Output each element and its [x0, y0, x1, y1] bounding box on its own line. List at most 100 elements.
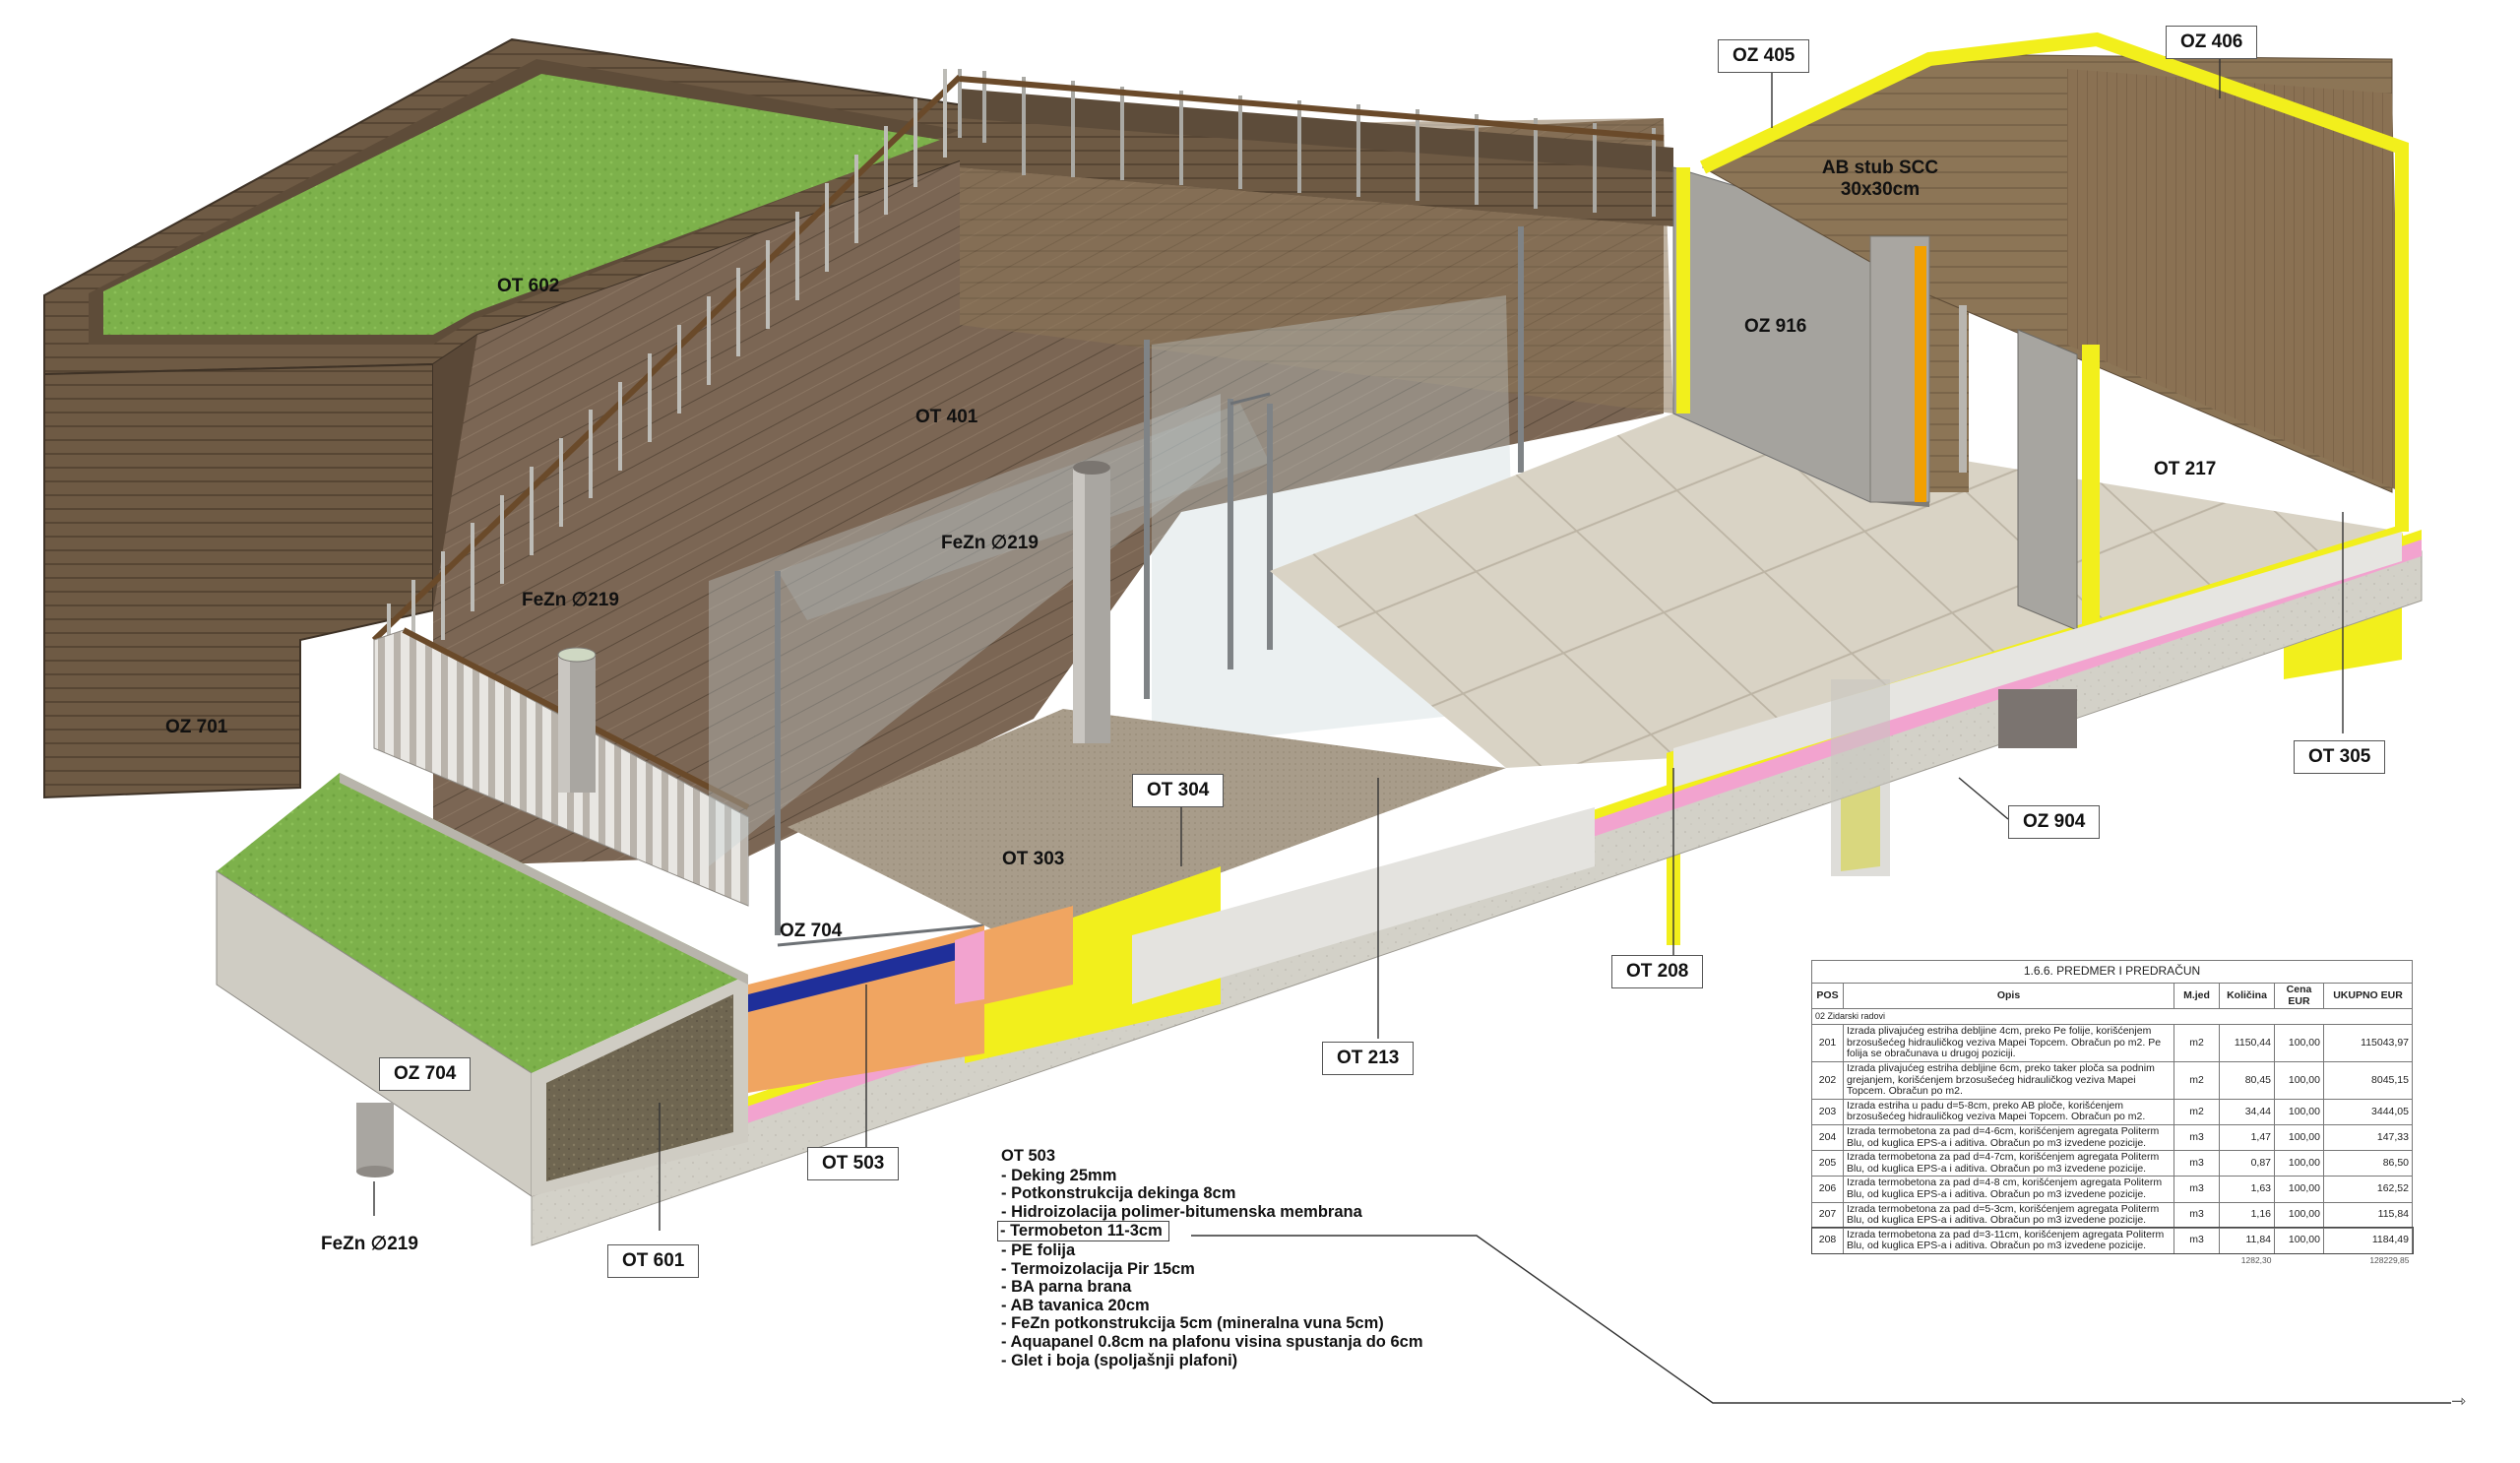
cell-kolicina: 0,87	[2219, 1150, 2275, 1177]
legend-item: - Hidroizolacija polimer-bitumenska memb…	[1001, 1202, 1362, 1221]
handrail-upper	[959, 76, 1665, 141]
label-ot601: OT 601	[607, 1244, 700, 1278]
cell-pos: 205	[1811, 1150, 1844, 1177]
cell-pos: 201	[1811, 1024, 1844, 1062]
cell-pos: 207	[1811, 1201, 1844, 1229]
cell-opis: Izrada termobetona za pad d=4-8 cm, kori…	[1843, 1176, 2174, 1203]
cell-opis: Izrada termobetona za pad d=5-3cm, koriš…	[1843, 1201, 2174, 1229]
cell-pos: 206	[1811, 1176, 1844, 1203]
cell-mjed: m2	[2174, 1098, 2220, 1125]
cell-opis: Izrada termobetona za pad d=4-6cm, koriš…	[1843, 1123, 2174, 1152]
cell-kolicina: 1,63	[2219, 1176, 2275, 1203]
label-oz904: OZ 904	[2008, 805, 2101, 839]
cell-pos: 202	[1811, 1060, 1844, 1100]
legend-item: - FeZn potkonstrukcija 5cm (mineralna vu…	[1001, 1314, 1384, 1333]
label-ab-stub: AB stub SCC 30x30cm	[1811, 158, 1949, 201]
label-oz704-deck: OZ 704	[780, 921, 843, 941]
parapet-wall	[960, 89, 1673, 226]
railing-diagonal	[371, 69, 963, 692]
column-fezn-219-left	[557, 647, 597, 793]
cell-cena: 100,00	[2274, 1227, 2324, 1254]
legend-item: - BA parna brana	[1001, 1278, 1132, 1297]
cell-opis: Izrada termobetona za pad d=3-11cm, kori…	[1843, 1227, 2174, 1254]
legend-highlight-box: - Termobeton 11-3cm	[997, 1221, 1169, 1241]
label-ab-stub-line1: AB stub SCC	[1821, 158, 1939, 178]
cell-mjed: m3	[2174, 1123, 2220, 1152]
cell-ukupno: 8045,15	[2323, 1060, 2413, 1100]
cell-cena: 100,00	[2274, 1201, 2324, 1229]
label-fezn-bottom: FeZn ∅219	[321, 1234, 418, 1254]
label-ot303: OT 303	[1002, 849, 1065, 869]
table-arrow-icon: ⇾	[2451, 1391, 2467, 1411]
legend-title: OT 503	[1001, 1147, 1056, 1165]
planter-oz704	[216, 773, 748, 1197]
label-fezn-left: FeZn ∅219	[522, 590, 619, 610]
cell-cena: 100,00	[2274, 1150, 2324, 1177]
label-ot305: OT 305	[2294, 740, 2386, 774]
label-oz405: OZ 405	[1718, 39, 1810, 73]
estimate-title: 1.6.6. PREDMER I PREDRAČUN	[1811, 960, 2413, 984]
label-oz406: OZ 406	[2166, 26, 2258, 59]
door	[2017, 329, 2100, 631]
label-ot304: OT 304	[1132, 774, 1225, 807]
legend-item: - Potkonstrukcija dekinga 8cm	[1001, 1184, 1236, 1203]
cell-ukupno: 115,84	[2323, 1201, 2413, 1229]
label-ot602: OT 602	[497, 276, 560, 296]
cell-mjed: m2	[2174, 1024, 2220, 1062]
cell-kolicina: 1,47	[2219, 1123, 2275, 1152]
section-title: 02 Zidarski radovi	[1811, 1008, 2413, 1025]
label-ot217: OT 217	[2154, 459, 2217, 479]
railing-upper	[958, 69, 1656, 217]
cell-kolicina: 34,44	[2219, 1098, 2275, 1125]
total-spacer	[1844, 1253, 2174, 1267]
cell-opis: Izrada plivajućeg estriha debljine 4cm, …	[1843, 1024, 2174, 1062]
green-roof-ot602	[43, 37, 985, 376]
label-ab-stub-line2: 30x30cm	[1840, 179, 1921, 200]
total-spacer	[2174, 1253, 2220, 1267]
cell-cena: 100,00	[2274, 1060, 2324, 1100]
cell-kolicina: 1150,44	[2219, 1024, 2275, 1062]
col-header-ukupno: UKUPNO EUR	[2323, 982, 2413, 1010]
cell-ukupno: 86,50	[2323, 1150, 2413, 1177]
estimate-table: 1.6.6. PREDMER I PREDRAČUN POS Opis M.je…	[1810, 960, 2414, 1267]
column-fezn-219-bottom	[356, 1103, 394, 1177]
tile-floor	[1270, 413, 2402, 768]
cell-opis: Izrada termobetona za pad d=4-7cm, koriš…	[1843, 1150, 2174, 1177]
cell-cena: 100,00	[2274, 1024, 2324, 1062]
col-header-mjed: M.jed	[2174, 982, 2220, 1010]
total-spacer	[1812, 1253, 1844, 1267]
label-ot208: OT 208	[1611, 955, 1704, 988]
cell-cena: 100,00	[2274, 1098, 2324, 1125]
cell-ukupno: 3444,05	[2323, 1098, 2413, 1125]
legend-item-highlighted: - Termobeton 11-3cm	[997, 1221, 1423, 1241]
cell-cena: 100,00	[2274, 1123, 2324, 1152]
cell-mjed: m2	[2174, 1060, 2220, 1100]
cell-ukupno: 115043,97	[2323, 1024, 2413, 1062]
cell-mjed: m3	[2174, 1176, 2220, 1203]
label-ot213: OT 213	[1322, 1042, 1415, 1075]
carpet-floor	[788, 709, 1506, 945]
col-header-pos: POS	[1811, 982, 1844, 1010]
underside	[1132, 532, 2402, 1004]
label-ot503: OT 503	[807, 1147, 900, 1180]
cell-kolicina: 80,45	[2219, 1060, 2275, 1100]
cell-kolicina: 1,16	[2219, 1201, 2275, 1229]
cell-ukupno: 147,33	[2323, 1123, 2413, 1152]
label-fezn-center: FeZn ∅219	[941, 533, 1039, 553]
cell-pos: 203	[1811, 1098, 1844, 1125]
legend-item: - AB tavanica 20cm	[1001, 1296, 1150, 1314]
label-ot401: OT 401	[915, 407, 978, 427]
legend-item: - Aquapanel 0.8cm na plafonu visina spus…	[1001, 1332, 1423, 1351]
label-oz701: OZ 701	[165, 717, 228, 737]
cell-opis: Izrada plivajućeg estriha debljine 6cm, …	[1843, 1060, 2174, 1100]
label-oz916: OZ 916	[1744, 316, 1807, 337]
col-header-cena: Cena EUR	[2274, 982, 2324, 1010]
